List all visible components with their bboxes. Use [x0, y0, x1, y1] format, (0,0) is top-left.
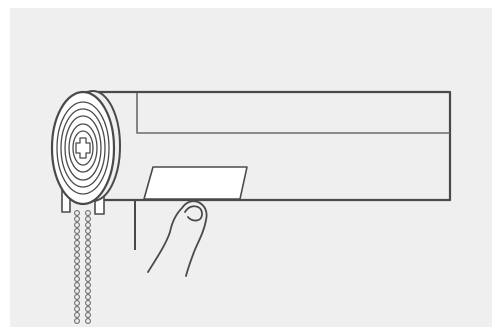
fabric-panel-icon — [143, 166, 248, 200]
hand-icon — [147, 200, 208, 277]
bead-chain-icon — [74, 210, 91, 324]
end-cap-icon — [50, 90, 121, 215]
